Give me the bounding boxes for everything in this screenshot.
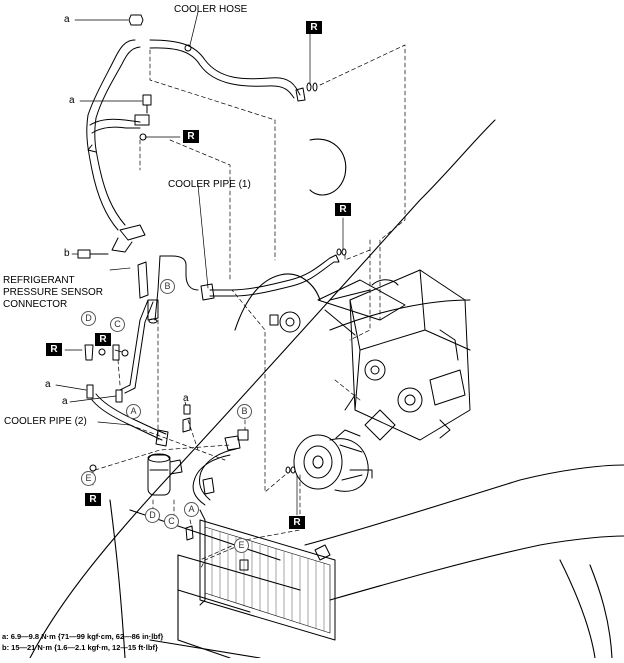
replace-mark-r: R <box>289 516 305 529</box>
ref-mark-b: B <box>160 279 175 294</box>
bolts <box>77 14 301 415</box>
discharge-hose <box>192 435 241 506</box>
torque-mark-a: a <box>45 379 51 390</box>
sensor-label-line3: CONNECTOR <box>3 299 68 310</box>
torque-legend-b: b: 15—21 N·m {1.6—2.1 kgf·m, 12—15 ft·lb… <box>2 643 158 652</box>
dashed-guides <box>94 44 406 571</box>
torque-mark-a: a <box>69 95 75 106</box>
ref-mark-e: E <box>234 538 249 553</box>
cooler-pipe-1-label: COOLER PIPE (1) <box>168 179 251 190</box>
sensor-label-line2: PRESSURE SENSOR <box>3 287 104 298</box>
ref-mark-b: B <box>237 404 252 419</box>
condenser <box>199 509 336 641</box>
ref-mark-d: D <box>81 311 96 326</box>
ref-mark-a: A <box>126 404 141 419</box>
replace-mark-r: R <box>335 203 351 216</box>
leader-lines <box>55 11 344 516</box>
ref-mark-a: A <box>184 502 199 517</box>
cooler-pipe-2-label: COOLER PIPE (2) <box>4 416 87 427</box>
replace-mark-r: R <box>46 343 62 356</box>
replace-mark-r: R <box>95 333 111 346</box>
vehicle-body <box>29 119 624 659</box>
o-rings <box>89 133 347 474</box>
torque-mark-b: b <box>64 248 70 259</box>
ref-mark-c: C <box>110 317 125 332</box>
ref-mark-c: C <box>164 514 179 529</box>
cooler-pipe-1 <box>154 254 340 321</box>
cooler-hose <box>87 39 318 119</box>
compressor <box>293 429 373 492</box>
torque-mark-a: a <box>62 396 68 407</box>
torque-mark-a: a <box>64 14 70 25</box>
ref-mark-e: E <box>81 471 96 486</box>
cooler-hose-label: COOLER HOSE <box>174 4 248 15</box>
ac-unit <box>317 269 471 441</box>
replace-mark-r: R <box>85 493 101 506</box>
cooler-hose-lower <box>86 114 146 253</box>
replace-mark-r: R <box>183 130 199 143</box>
replace-mark-r: R <box>306 21 322 34</box>
torque-legend-a: a: 6.9—9.8 N·m {71—99 kgf·cm, 62—86 in·l… <box>2 632 164 641</box>
torque-mark-a: a <box>183 393 189 404</box>
receiver-drier <box>147 453 183 496</box>
sensor-label-line1: REFRIGERANT <box>3 275 75 286</box>
ref-mark-d: D <box>145 508 160 523</box>
